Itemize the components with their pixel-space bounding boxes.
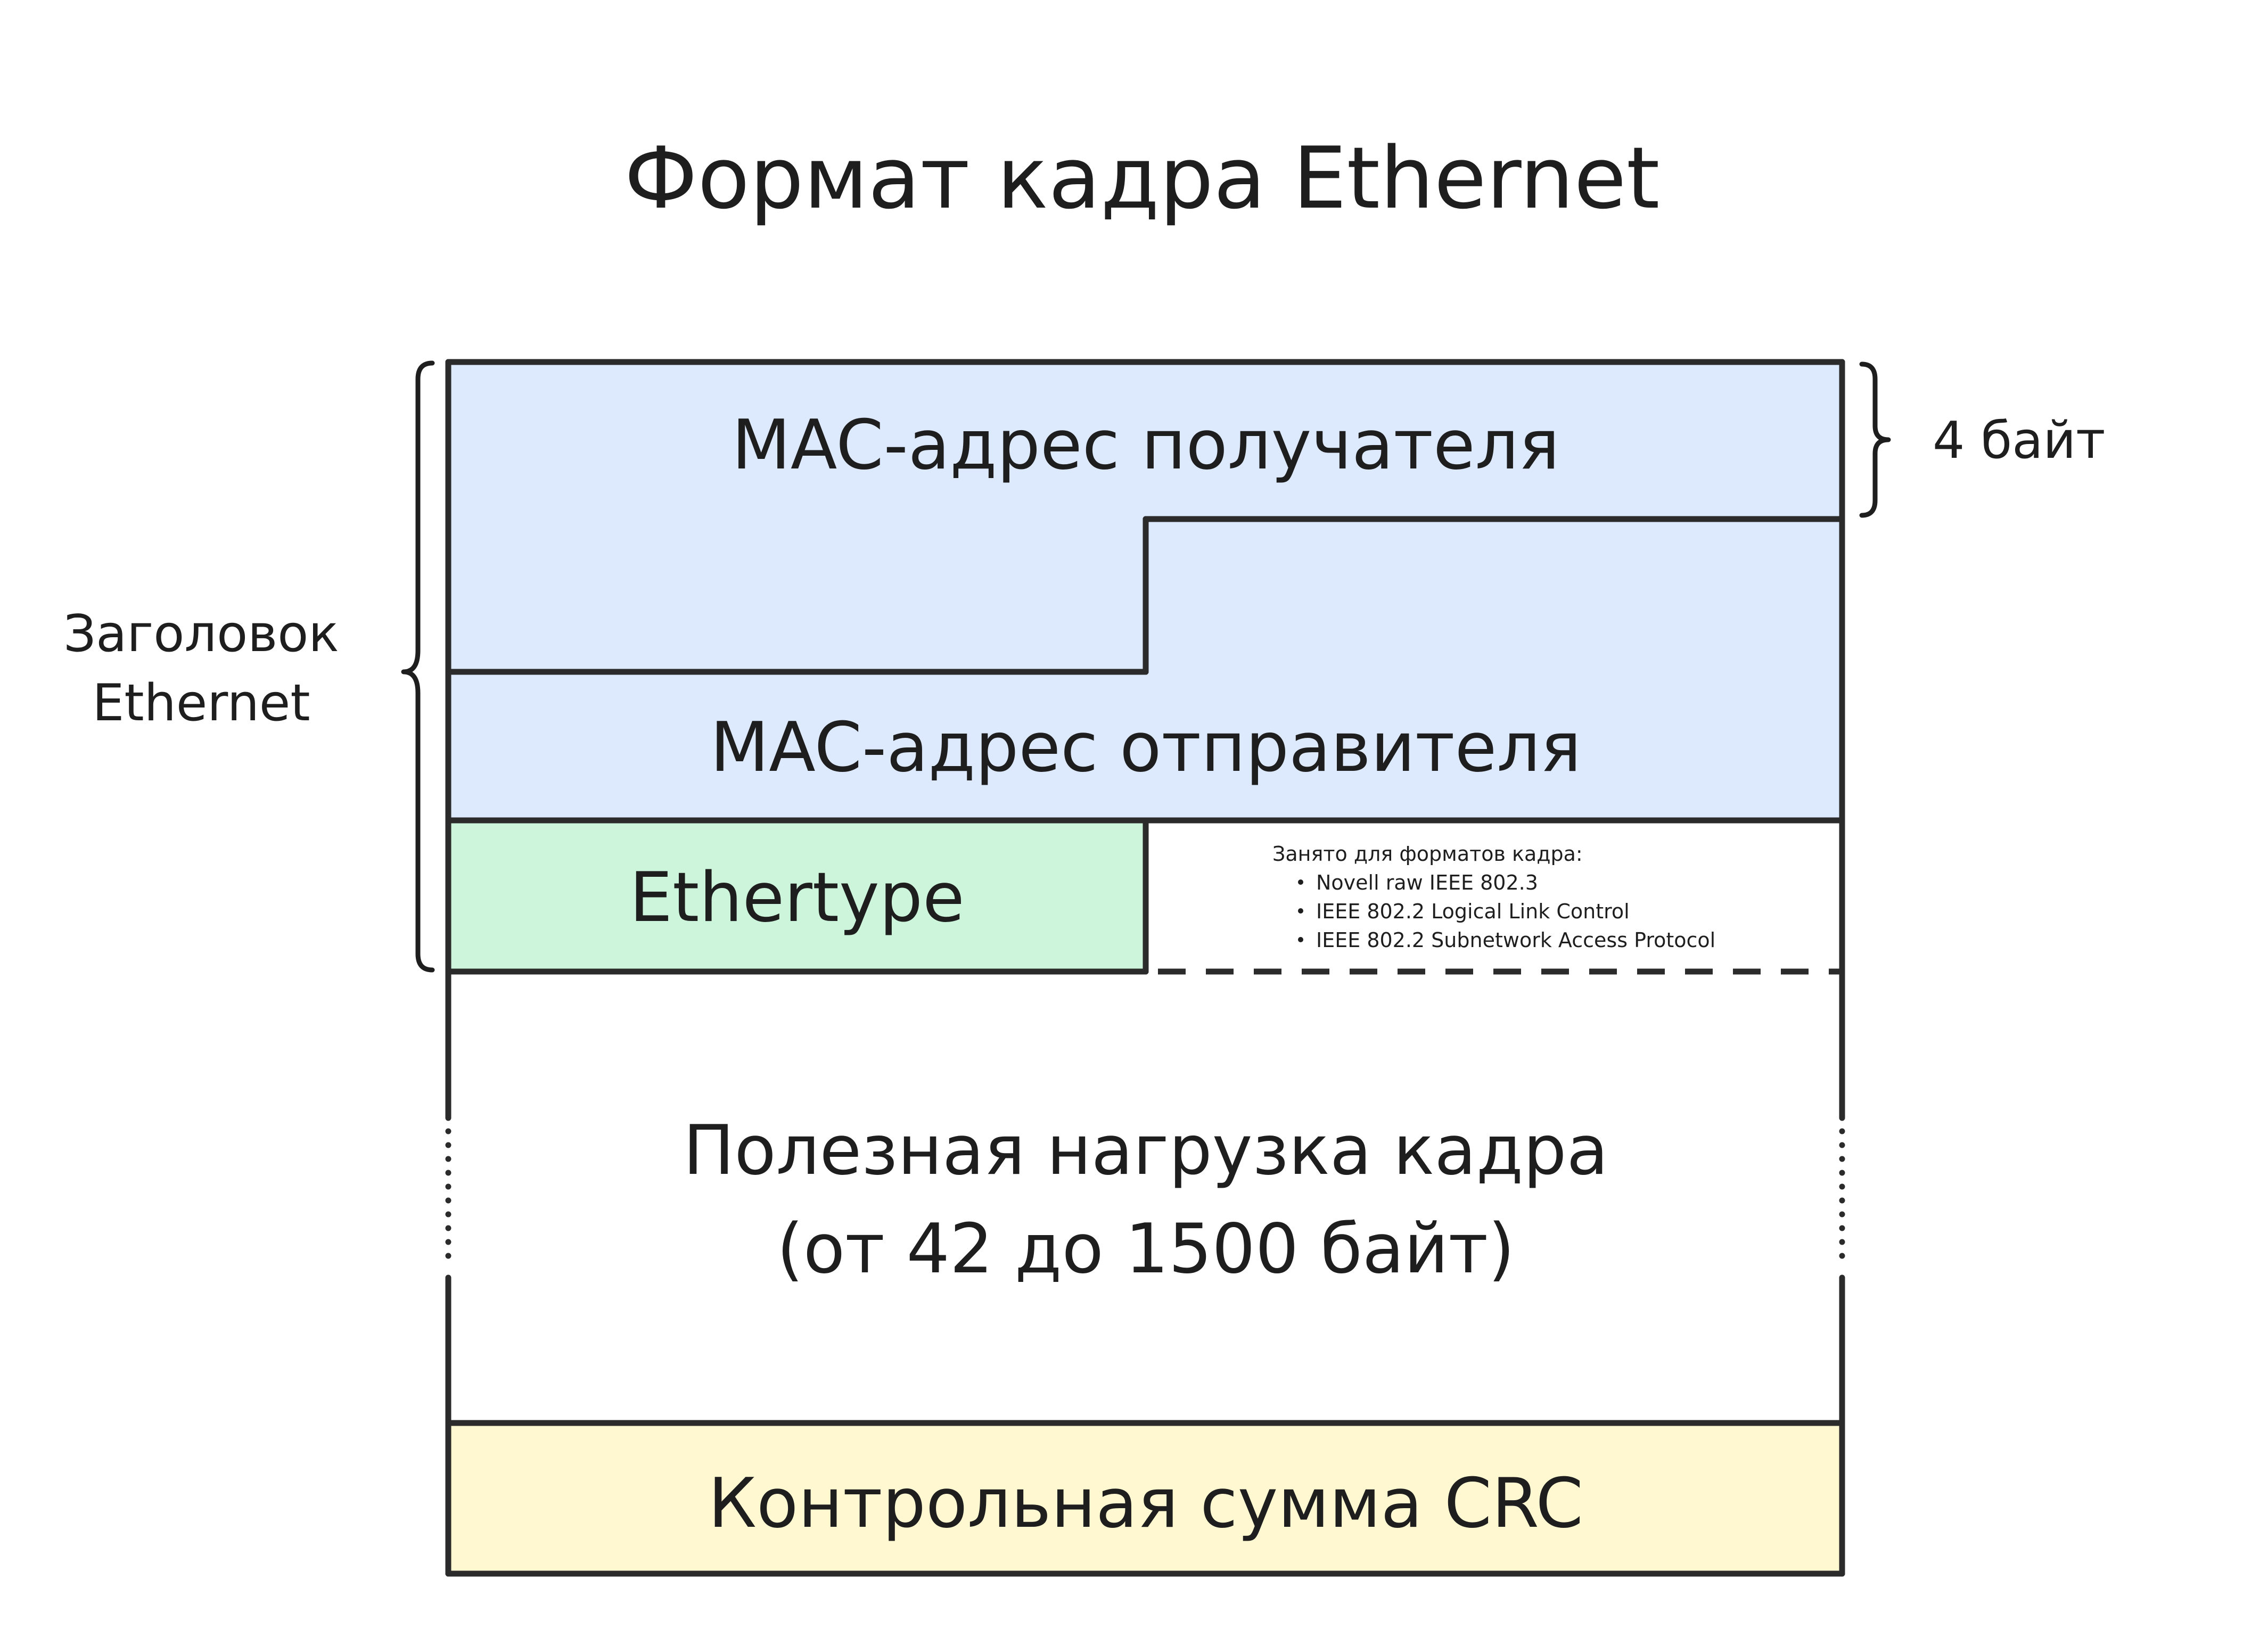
row-size-annotation: 4 байт <box>1933 412 2106 470</box>
ethertype-fill <box>448 820 1146 972</box>
page-title: Формат кадра Ethernet <box>624 128 1660 228</box>
frame-outline <box>445 359 1845 1577</box>
mac-destination-label: MAC-адрес получателя <box>732 406 1559 485</box>
reserved-note-list: Novell raw IEEE 802.3 IEEE 802.2 Logical… <box>1298 871 1715 952</box>
list-bullet <box>1298 879 1303 885</box>
crc-fill <box>448 1423 1842 1574</box>
payload-label-line1: Полезная нагрузка кадра <box>683 1111 1608 1190</box>
mac-source-label: MAC-адрес отправителя <box>710 708 1581 787</box>
ethertype-label: Ethertype <box>629 858 965 937</box>
crc-label: Контрольная сумма CRC <box>708 1464 1583 1543</box>
list-bullet <box>1298 908 1303 914</box>
header-brace-icon <box>401 360 435 973</box>
reserved-note-heading: Занято для форматов кадра: <box>1272 842 1583 866</box>
row-size-brace-icon <box>1859 361 1891 518</box>
reserved-note-item: IEEE 802.2 Subnetwork Access Protocol <box>1316 928 1715 952</box>
header-annotation-line1: Заголовок <box>63 605 339 663</box>
list-bullet <box>1298 937 1303 942</box>
reserved-note-item: IEEE 802.2 Logical Link Control <box>1316 900 1630 923</box>
payload-gap-dots <box>445 1128 1845 1273</box>
header-annotation-line2: Ethernet <box>92 674 310 733</box>
payload-label-line2: (от 42 до 1500 байт) <box>777 1210 1515 1289</box>
reserved-note-item: Novell raw IEEE 802.3 <box>1316 871 1538 894</box>
